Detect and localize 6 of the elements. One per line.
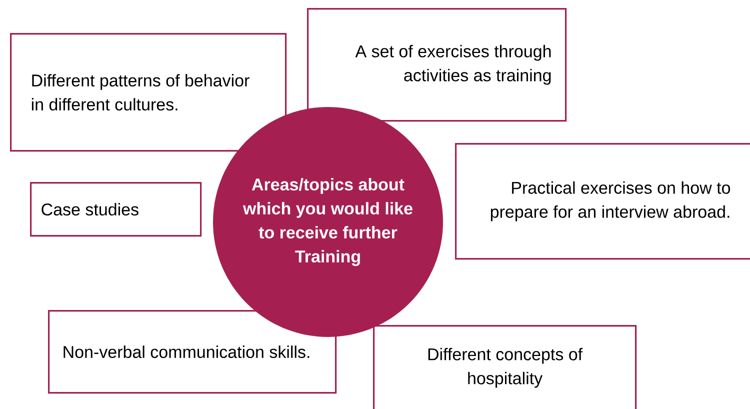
text-box: Non-verbal communication skills.: [48, 310, 337, 394]
text-box: A set of exercises through activities as training: [307, 8, 567, 122]
text-box: Different patterns of behavior in different cultures.: [10, 33, 287, 152]
text-box: Different concepts of hospitality: [373, 325, 637, 409]
text-box: Practical exercises on how to prepare for an interview abroad.: [455, 143, 750, 260]
text-box: Case studies: [30, 182, 202, 237]
